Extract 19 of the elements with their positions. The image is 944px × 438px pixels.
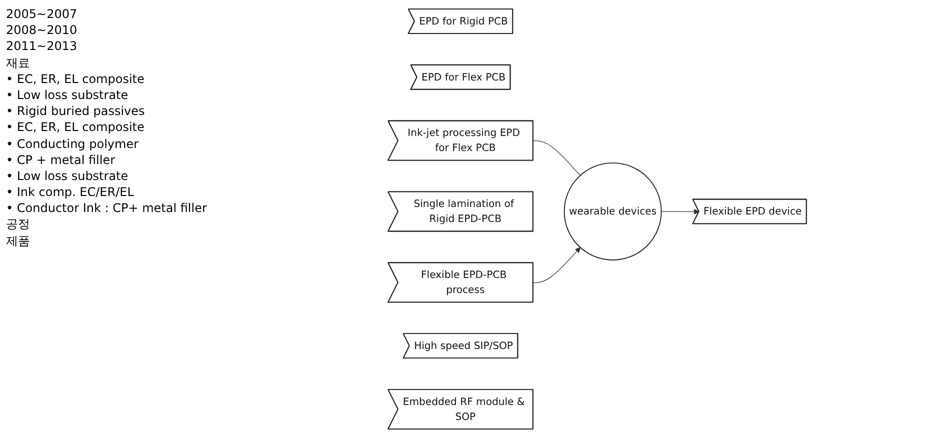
note-text: • Low loss substrate (6, 86, 130, 104)
note-text: • EC, ER, EL composite (6, 70, 146, 87)
note-text: 2011~2013 (6, 38, 78, 55)
note-text: • Conducting polymer (6, 136, 140, 152)
arrow (660, 208, 700, 214)
note-text: 재료 (6, 54, 31, 71)
note-text: • EC, ER, EL composite (6, 119, 146, 136)
note-text: • Conductor Ink : CP+ metal filler (6, 200, 208, 216)
note-text: 2008~2010 (6, 22, 78, 38)
arrow (532, 247, 580, 284)
note-text: • Rigid buried passives (6, 103, 146, 120)
note-text: 공정 (6, 216, 31, 233)
note-text: 제품 (6, 232, 31, 249)
node-circle: wearable devices (564, 162, 662, 260)
note-text: • CP + metal filler (6, 152, 116, 168)
connector (532, 140, 580, 176)
note-text: • Ink comp. EC/ER/EL (6, 184, 135, 200)
note-text: 2005~2007 (6, 6, 78, 22)
note-text: • Low loss substrate (6, 168, 130, 184)
